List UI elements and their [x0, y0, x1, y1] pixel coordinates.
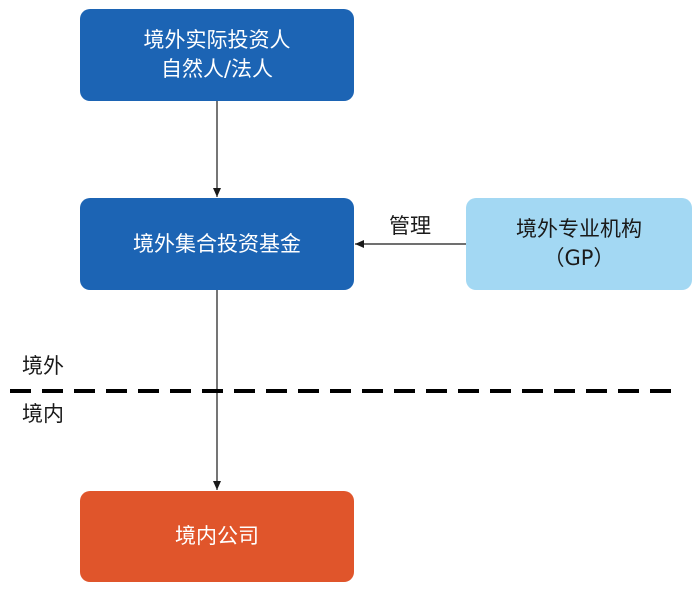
node-investor-line1: 境外实际投资人 — [143, 28, 291, 52]
node-offshore-gp: 境外专业机构 （GP） — [466, 198, 692, 290]
edge-label-manage: 管理 — [389, 214, 431, 238]
node-offshore-collective-fund: 境外集合投资基金 — [80, 198, 354, 290]
border-label-offshore: 境外 — [22, 354, 64, 378]
border-label-onshore: 境内 — [22, 402, 64, 426]
node-fund-label: 境外集合投资基金 — [133, 231, 301, 256]
node-onshore-company: 境内公司 — [80, 491, 354, 582]
node-company-label: 境内公司 — [175, 524, 259, 548]
node-gp-line1: 境外专业机构 — [516, 217, 642, 241]
node-offshore-actual-investor: 境外实际投资人 自然人/法人 — [80, 9, 354, 101]
node-investor-line2: 自然人/法人 — [160, 57, 274, 81]
node-gp-line2: （GP） — [543, 246, 615, 270]
